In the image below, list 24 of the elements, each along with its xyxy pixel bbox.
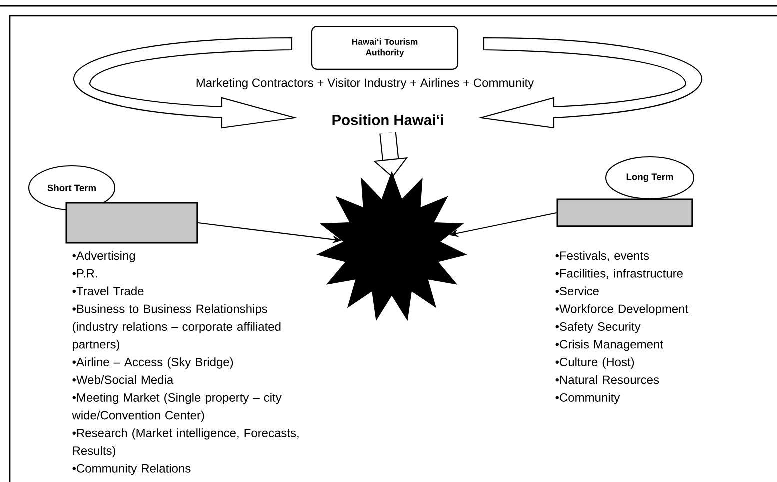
node-label: •Safety Security — [556, 322, 641, 334]
authority-box: Hawai‘i Tourism Authority — [311, 26, 459, 70]
node-label: •Facilities, infrastructure — [556, 269, 683, 280]
node-label: •Community Relations — [72, 464, 191, 476]
node-label: •Meeting Market (Single property – city wide/Convention Center) — [72, 393, 282, 422]
node-label: •Research (Market intelligence, Forecasts, Results) — [72, 428, 299, 458]
node-label: •Service — [556, 286, 599, 296]
node-label: •Culture (Host) — [556, 358, 634, 369]
node-label: •Web/Social Media — [72, 375, 174, 384]
node-label: •Festivals, events — [556, 251, 650, 262]
node-label: •Community — [556, 393, 620, 404]
heading-text: Position Hawai‘i — [332, 114, 444, 126]
node-label: •Travel Trade — [72, 286, 144, 296]
category-box — [556, 198, 694, 228]
node-label: •P.R. — [72, 269, 98, 278]
bullet-list: •Festivals, events •Facilities, infrastructure •Service •Workforce Development •Safety Security •Crisis Management •Culture (Host) •Natural Resources •Community — [556, 251, 689, 404]
category-box — [66, 202, 198, 244]
bullet-list: •Advertising •P.R. •Travel Trade •Business to Business Relationships (industry relations – corporate affiliated partners) •Airline – Access (Sky Bridge) •Web/Social Media •Meeting Market (Single property – city wide/Convention Center) •Research (Market intelligence, Forecasts, Results) •Community Relations — [72, 251, 299, 476]
node-label: •Advertising — [72, 251, 136, 262]
node-label: •Natural Resources — [556, 375, 660, 384]
node-label: •Crisis Management — [556, 340, 664, 352]
node-label: •Workforce Development — [556, 304, 689, 316]
node-label: •Business to Business Relationships (industry relations – corporate affiliated partners) — [72, 304, 281, 352]
node-label: •Airline – Access (Sky Bridge) — [72, 358, 234, 369]
